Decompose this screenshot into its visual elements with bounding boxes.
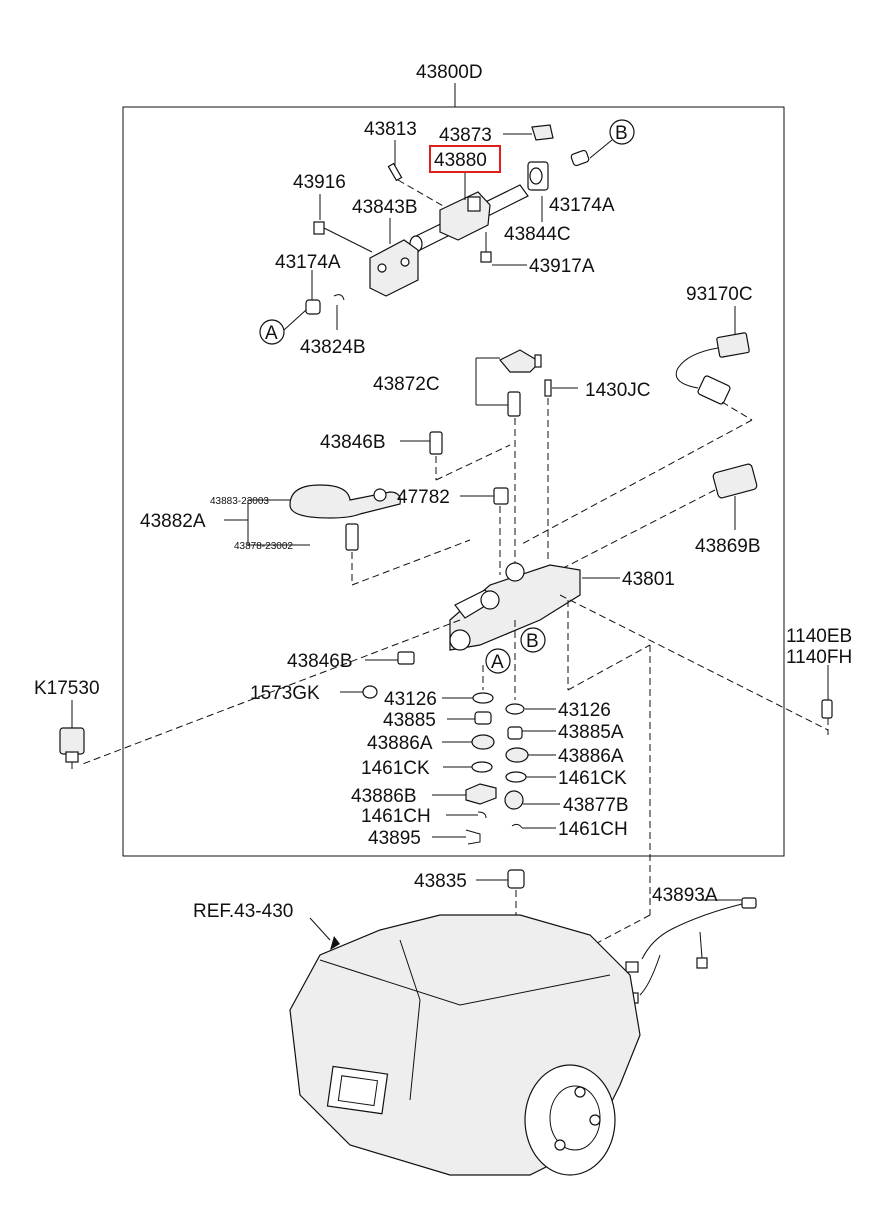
sensor-K17530 [59, 700, 85, 772]
callout-b-housing-letter: B [526, 631, 539, 652]
label-43895[interactable]: 43895 [368, 828, 421, 849]
label-1140EB[interactable]: 1140EB [786, 626, 852, 647]
label-1140FH[interactable]: 1140FH [786, 647, 852, 668]
label-43846B-bottom[interactable]: 43846B [287, 651, 353, 672]
callout-b-housing: B [520, 627, 546, 653]
plug-47782 [460, 487, 509, 575]
label-1461CK-right[interactable]: 1461CK [558, 768, 627, 789]
assembly-frame [122, 106, 785, 857]
label-K17530[interactable]: K17530 [34, 678, 100, 699]
label-1430JC[interactable]: 1430JC [585, 380, 651, 401]
label-43885[interactable]: 43885 [383, 710, 436, 731]
label-43835[interactable]: 43835 [414, 871, 467, 892]
callout-a-housing: A [485, 648, 511, 674]
label-43885A[interactable]: 43885A [558, 722, 624, 743]
label-43844C[interactable]: 43844C [504, 224, 571, 245]
label-43878-23002[interactable]: 43878-23002 [234, 541, 293, 552]
label-43801[interactable]: 43801 [622, 569, 675, 590]
label-43883-23003[interactable]: 43883-23003 [210, 496, 269, 507]
label-43886A-left[interactable]: 43886A [367, 733, 433, 754]
label-93170C[interactable]: 93170C [686, 284, 753, 305]
label-43893A[interactable]: 43893A [652, 885, 718, 906]
label-1461CH-right[interactable]: 1461CH [558, 819, 628, 840]
label-1573GK[interactable]: 1573GK [250, 683, 320, 704]
label-43174A-left[interactable]: 43174A [275, 252, 341, 273]
wiring-harness-43893A [625, 897, 757, 1004]
callout-a-top-letter: A [265, 323, 278, 344]
plug-43846B-top [400, 431, 511, 481]
lower-parts [340, 600, 651, 1010]
label-43886B[interactable]: 43886B [351, 786, 417, 807]
label-43872C[interactable]: 43872C [373, 374, 440, 395]
callout-b-top: B [609, 119, 635, 145]
part-labels: 43813 43873 43880 43916 43843B 43174A 43… [34, 119, 852, 922]
label-43813[interactable]: 43813 [364, 119, 417, 140]
bolt-1140EB [821, 665, 833, 735]
callout-a-housing-letter: A [491, 652, 504, 673]
label-43843B[interactable]: 43843B [352, 197, 418, 218]
bracket-43872C [475, 349, 578, 570]
label-43869B[interactable]: 43869B [695, 536, 761, 557]
label-1461CK-left[interactable]: 1461CK [361, 758, 430, 779]
label-43886A-right[interactable]: 43886A [558, 746, 624, 767]
label-43877B[interactable]: 43877B [563, 795, 629, 816]
sensor-43869B [539, 463, 758, 581]
label-43873[interactable]: 43873 [439, 125, 492, 146]
label-43846B-top[interactable]: 43846B [320, 432, 386, 453]
sensor-93170C [519, 306, 753, 546]
label-43174A-right[interactable]: 43174A [549, 195, 615, 216]
label-47782[interactable]: 47782 [397, 487, 450, 508]
label-43917A[interactable]: 43917A [529, 256, 595, 277]
label-43800D[interactable]: 43800D [416, 62, 483, 83]
label-43126-left[interactable]: 43126 [384, 689, 437, 710]
label-43880[interactable]: 43880 [434, 150, 487, 171]
lever-43882A [224, 484, 471, 586]
highlight-box-43880 [429, 145, 501, 173]
callout-b-top-letter: B [615, 123, 628, 144]
shift-shaft-group [283, 124, 613, 331]
label-43824B[interactable]: 43824B [300, 337, 366, 358]
label-43126-right[interactable]: 43126 [558, 700, 611, 721]
callout-a-top: A [259, 319, 285, 345]
label-43916[interactable]: 43916 [293, 172, 346, 193]
housing-43801 [79, 562, 829, 766]
transmission-case [289, 914, 641, 1176]
label-ref-43-430[interactable]: REF.43-430 [193, 901, 293, 922]
label-43882A[interactable]: 43882A [140, 511, 206, 532]
label-1461CH-left[interactable]: 1461CH [361, 806, 431, 827]
